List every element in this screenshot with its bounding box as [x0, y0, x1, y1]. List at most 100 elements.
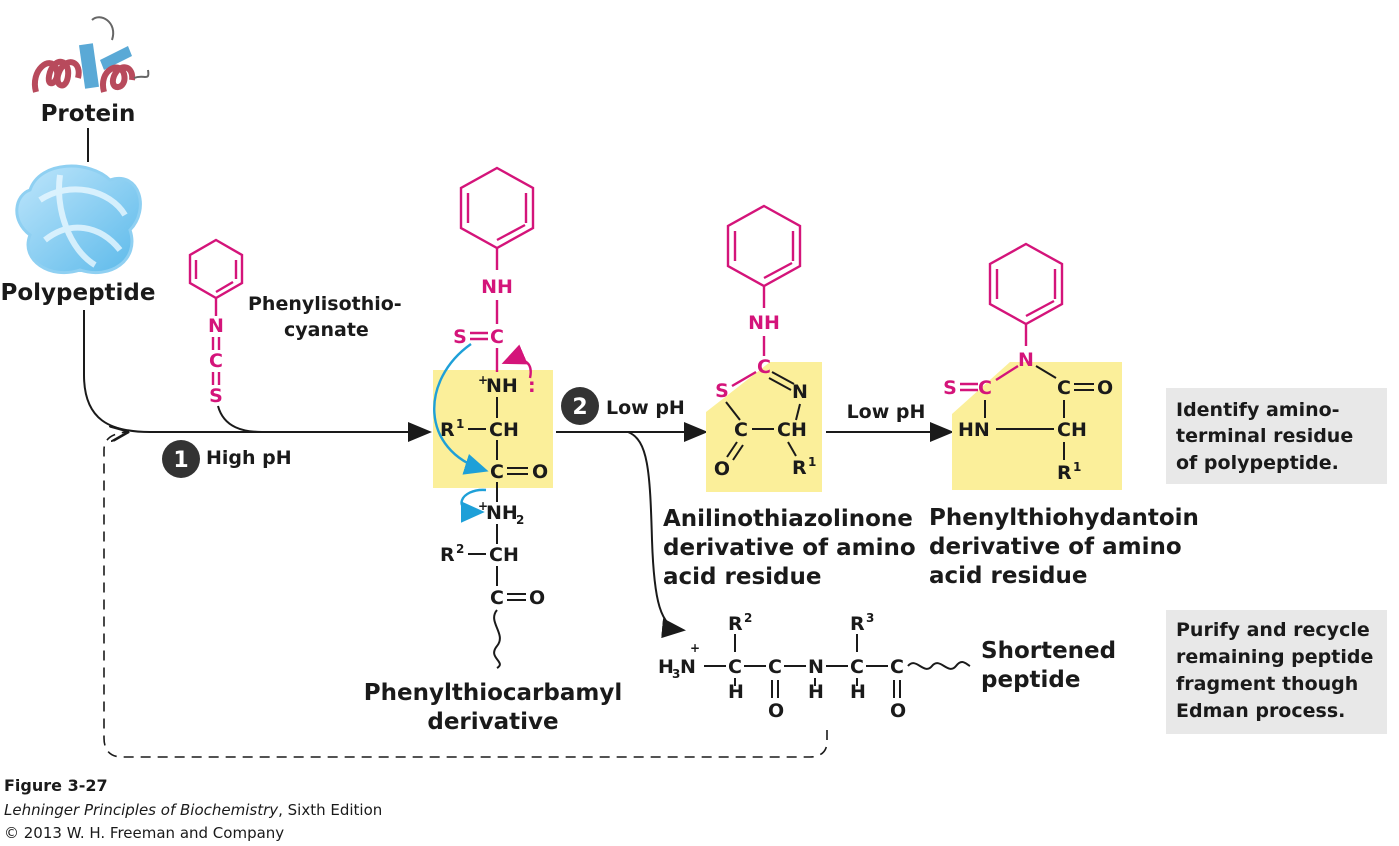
pth-ch-atom: CH	[1057, 419, 1087, 441]
pth-r-superscript: 1	[1073, 460, 1081, 474]
sp-c4: C	[890, 656, 904, 678]
blue-electron-arrow-2	[460, 488, 487, 523]
atz-s-atom: S	[715, 380, 729, 402]
caption-copyright: © 2013 W. H. Freeman and Company	[4, 824, 284, 842]
atz-label-3: acid residue	[663, 564, 821, 590]
phenylisothio-label-2: cyanate	[284, 319, 369, 341]
sp-r3: R	[850, 613, 865, 635]
protein-ribbon-icon	[31, 16, 150, 93]
atz-o-atom: O	[714, 458, 730, 480]
protein-label: Protein	[41, 101, 136, 127]
ptc-wavy-chain	[493, 609, 501, 669]
ptc-phenyl-ring	[459, 166, 535, 250]
sp-r2: R	[728, 613, 743, 635]
purify-note-line-1: Purify and recycle	[1176, 619, 1370, 641]
sp-r3-superscript: 3	[866, 611, 874, 625]
pth-bond-n-co	[1035, 365, 1057, 379]
ptc-nh2-atom: NH	[486, 502, 518, 524]
pth-label-1: Phenylthiohydantoin	[929, 505, 1199, 531]
atz-co-double-1	[726, 441, 738, 458]
atz-bond-c-n-1	[771, 371, 795, 385]
ptc-ch-atom: CH	[489, 419, 519, 441]
pth-label-2: derivative of amino	[929, 534, 1182, 560]
atz-co-double-2	[732, 444, 744, 461]
pth-hn-atom: HN	[958, 419, 990, 441]
phenylisothio-label-1: Phenylisothio-	[248, 293, 402, 315]
polypeptide-blob-icon	[15, 164, 142, 275]
purify-note-line-3: fragment though	[1176, 673, 1358, 695]
ptc-carbonyl-c: C	[490, 461, 504, 483]
pth-n-atom: N	[1018, 349, 1034, 371]
identify-note-box	[1166, 388, 1387, 484]
sp-h3: H	[850, 681, 866, 703]
pth-s-atom: S	[943, 377, 957, 399]
pitc-s-atom: S	[209, 385, 223, 407]
pitc-joining-line	[217, 405, 263, 433]
sp-h1: H	[728, 681, 744, 703]
pink-electron-arrow	[501, 344, 532, 379]
pth-r-atom: R	[1057, 462, 1072, 484]
atz-bond-c-n-2	[768, 377, 792, 391]
ptc-r2-superscript: 2	[456, 542, 464, 556]
step-1-number: 1	[173, 448, 188, 473]
step-2-badge	[561, 387, 599, 425]
sp-plus-sign: +	[690, 641, 700, 655]
atz-nh-atom: NH	[748, 312, 780, 334]
sp-n: N	[808, 656, 824, 678]
polypeptide-label: Polypeptide	[0, 280, 155, 306]
sp-h3n-subscript: 3	[672, 667, 680, 681]
atz-highlight-box	[706, 362, 822, 492]
sp-wavy-chain	[907, 660, 971, 670]
step-2-number: 2	[572, 395, 587, 420]
ptc-r2-atom: R	[440, 544, 455, 566]
sp-h3n-h: H	[658, 656, 674, 678]
low-ph-label-2: Low pH	[847, 401, 926, 423]
atz-c2-atom: C	[734, 419, 748, 441]
pth-highlight-box	[952, 362, 1122, 490]
pth-carbonyl-o: O	[1097, 377, 1113, 399]
sp-o2: O	[890, 700, 906, 722]
pitc-c-atom: C	[209, 350, 223, 372]
phenylisothiocyanate-molecule: N C S	[188, 238, 244, 407]
blue-electron-arrow-1	[433, 343, 489, 475]
step-2-label: Low pH	[606, 397, 685, 419]
ptc-label-2: derivative	[427, 709, 558, 735]
sp-h2: H	[808, 681, 824, 703]
ptc-s-atom: S	[453, 326, 467, 348]
ptc-label-1: Phenylthiocarbamyl	[364, 680, 622, 706]
sp-c3: C	[850, 656, 864, 678]
atz-phenyl-ring	[726, 204, 802, 288]
atz-bond-c-s	[731, 370, 757, 388]
purify-note-line-2: remaining peptide	[1176, 646, 1373, 668]
step-1-badge	[162, 440, 200, 478]
pth-c-atom: C	[978, 377, 992, 399]
pth-carbonyl-c: C	[1057, 377, 1071, 399]
sp-c1: C	[728, 656, 742, 678]
atz-r-atom: R	[792, 457, 807, 479]
ptc-carbonyl2-o: O	[529, 587, 545, 609]
atz-label-2: derivative of amino	[663, 535, 916, 561]
atz-ch-atom: CH	[777, 419, 807, 441]
branch-to-shortened-peptide-arrow	[627, 431, 686, 639]
pitc-n-atom: N	[208, 315, 224, 337]
sp-r2-superscript: 2	[744, 611, 752, 625]
sp-o1: O	[768, 700, 784, 722]
pth-label-3: acid residue	[929, 563, 1087, 589]
shortened-peptide-molecule: + H 3 N C R 2 H C O N H C R 3 H C O	[658, 611, 971, 722]
ptc-r-atom: R	[440, 419, 455, 441]
atz-c-atom: C	[757, 356, 771, 378]
caption-book-line: Lehninger Principles of Biochemistry, Si…	[4, 801, 382, 819]
atz-bond-ch-r	[787, 441, 797, 457]
ptc-carbonyl-o: O	[532, 461, 548, 483]
atz-n-atom: N	[792, 381, 808, 403]
atz-bond-s-c	[725, 401, 741, 421]
identify-note-line-3: of polypeptide.	[1176, 452, 1339, 474]
shortened-label-1: Shortened	[981, 638, 1116, 664]
ptc-lone-pair: :	[528, 375, 536, 397]
recycle-dashed-arrow	[103, 432, 828, 758]
shortened-label-2: peptide	[981, 667, 1080, 693]
step1-reaction-arrow	[83, 310, 432, 442]
atz-label-1: Anilinothiazolinone	[663, 506, 913, 532]
caption-book-title: Lehninger Principles of Biochemistry	[4, 801, 279, 819]
ptc-c-atom: C	[490, 326, 504, 348]
